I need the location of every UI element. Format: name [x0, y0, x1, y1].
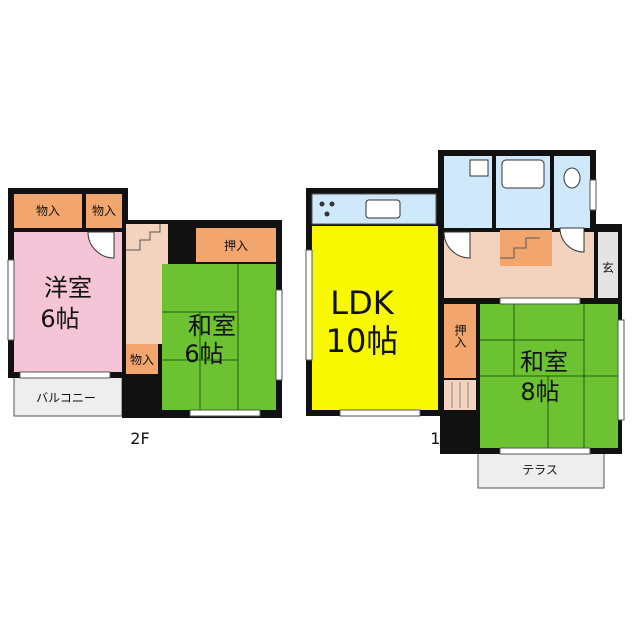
tatami-lines-1f — [480, 304, 618, 448]
closet-2f — [196, 228, 276, 262]
tatami-lines-2f — [162, 264, 239, 410]
storage-2f-a-label: 物入 — [36, 204, 60, 218]
japanese-room-1f-size: 8帖 — [520, 378, 559, 406]
storage-2f-a — [14, 194, 82, 228]
entrance-label: 玄 — [602, 260, 614, 275]
japanese-room-1f-name: 和室 — [520, 348, 568, 376]
closet-2f-label: 押入 — [224, 239, 248, 253]
ldk-room-name: LDK — [330, 284, 394, 322]
closet-1f — [444, 304, 476, 378]
stove-burner — [329, 201, 335, 207]
stairs-2f — [126, 224, 168, 264]
windows-1f — [305, 179, 625, 455]
stove-burner — [319, 201, 325, 207]
ldk-room-size: 10帖 — [326, 322, 399, 360]
japanese-room-2f-name: 和室 — [188, 312, 236, 340]
floor-2f-label: 2F — [130, 429, 149, 448]
kitchen-sink — [365, 199, 401, 219]
floor-1f — [305, 150, 625, 489]
door-swing-western — [87, 231, 115, 259]
floor-2f — [7, 188, 283, 418]
closet-1f-label: 押入 — [453, 324, 467, 348]
storage-2f-b-label: 物入 — [92, 204, 116, 218]
ldk-room — [312, 226, 438, 410]
stairs-2f-lines — [126, 224, 161, 251]
japanese-room-2f — [162, 264, 276, 410]
balcony — [13, 375, 123, 417]
storage-2f-c-label: 物入 — [130, 353, 154, 367]
storage-2f-b — [86, 194, 122, 228]
entrance — [598, 232, 618, 298]
floor-1f-label: 1F — [430, 429, 449, 448]
hall-2f — [126, 264, 162, 344]
japanese-room-2f-size: 6帖 — [184, 340, 223, 368]
storage-2f-c — [126, 344, 158, 374]
toilet-bowl — [563, 167, 581, 189]
western-room-name: 洋室 — [44, 274, 92, 302]
door-swing-toilet — [559, 227, 585, 253]
steps-1f-lines — [451, 382, 469, 408]
terrace-label: テラス — [522, 463, 558, 477]
balcony-label: バルコニー — [36, 391, 96, 405]
terrace — [477, 449, 605, 489]
bathtub — [501, 159, 545, 189]
stairs-1f-lines — [500, 237, 540, 259]
washbasin — [469, 159, 489, 177]
door-swing-washroom — [443, 231, 471, 259]
stove-burner — [324, 211, 330, 217]
western-room-size: 6帖 — [40, 305, 79, 333]
toilet — [554, 156, 590, 228]
windows-2f — [7, 259, 283, 417]
